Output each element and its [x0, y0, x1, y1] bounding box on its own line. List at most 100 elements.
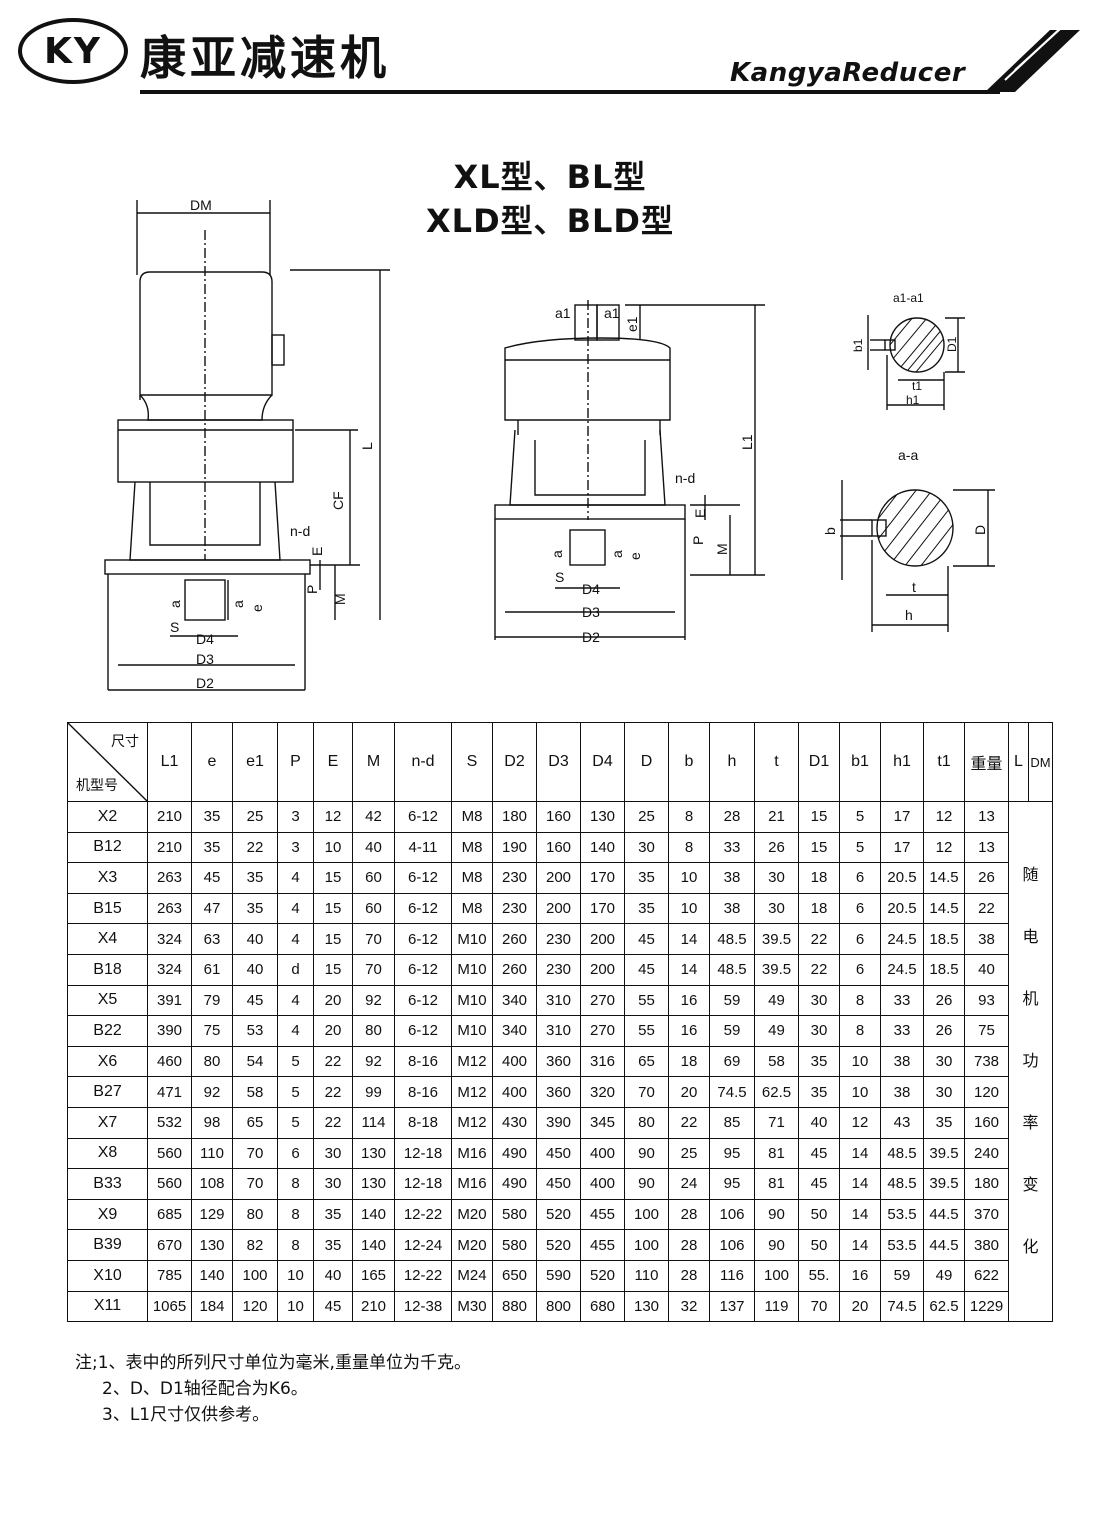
column-header: P: [277, 722, 314, 802]
label-e1: e1: [624, 316, 640, 332]
value-cell: 21: [754, 801, 799, 833]
label-a-right: a: [230, 600, 246, 608]
value-cell: 45: [624, 923, 669, 955]
value-cell: 184: [191, 1290, 233, 1323]
value-cell: 5: [839, 831, 881, 864]
value-cell: M8: [451, 862, 493, 894]
value-cell: 38: [709, 862, 755, 894]
value-cell: M12: [451, 1045, 493, 1078]
value-cell: 30: [624, 831, 669, 864]
value-cell: 116: [709, 1259, 755, 1292]
value-cell: 20: [668, 1076, 710, 1108]
value-cell: 6-12: [394, 892, 452, 925]
value-cell: 30: [754, 892, 799, 925]
value-cell: 45: [798, 1168, 840, 1200]
value-cell: 99: [352, 1076, 395, 1108]
side-note-cell: 随电机功率变化: [1008, 800, 1053, 1323]
value-cell: 35: [624, 892, 669, 925]
value-cell: 20: [313, 984, 353, 1017]
page-header: KY 康亚减速机 KangyaReducer: [0, 0, 1100, 110]
label-nd: n-d: [290, 523, 310, 539]
label-d2-mid: D2: [582, 629, 600, 645]
label-a1-right: a1: [604, 305, 620, 321]
value-cell: 320: [580, 1076, 625, 1108]
value-cell: 400: [492, 1045, 537, 1078]
label-d3: D3: [196, 651, 214, 667]
value-cell: 35: [624, 862, 669, 894]
value-cell: M12: [451, 1076, 493, 1108]
value-cell: 1065: [147, 1290, 192, 1323]
value-cell: M12: [451, 1106, 493, 1139]
logo-text: KY: [44, 30, 102, 72]
value-cell: 450: [536, 1168, 581, 1200]
value-cell: 390: [536, 1106, 581, 1139]
value-cell: 33: [880, 984, 924, 1017]
value-cell: 471: [147, 1076, 192, 1108]
value-cell: M8: [451, 831, 493, 864]
value-cell: 12-22: [394, 1198, 452, 1231]
label-t1: t1: [912, 379, 922, 393]
value-cell: 12: [313, 801, 353, 833]
label-d3-mid: D3: [582, 604, 600, 620]
value-cell: 70: [352, 923, 395, 955]
model-cell: B27: [67, 1076, 148, 1108]
value-cell: 62.5: [754, 1076, 799, 1108]
value-cell: 380: [964, 1229, 1009, 1261]
value-cell: 6-12: [394, 862, 452, 894]
value-cell: 85: [709, 1106, 755, 1139]
value-cell: d: [277, 953, 314, 986]
value-cell: 54: [232, 1045, 278, 1078]
value-cell: 40: [232, 923, 278, 955]
value-cell: M30: [451, 1290, 493, 1323]
value-cell: 1229: [964, 1290, 1009, 1323]
value-cell: 738: [964, 1045, 1009, 1078]
value-cell: 100: [624, 1229, 669, 1261]
value-cell: 12: [923, 831, 965, 864]
value-cell: 310: [536, 984, 581, 1017]
corner-model-label: 机型号: [76, 777, 118, 793]
value-cell: 12: [923, 801, 965, 833]
value-cell: 490: [492, 1168, 537, 1200]
column-header: L: [1008, 722, 1029, 802]
value-cell: 30: [313, 1168, 353, 1200]
value-cell: 71: [754, 1106, 799, 1139]
value-cell: 30: [754, 862, 799, 894]
value-cell: 38: [709, 892, 755, 925]
value-cell: 270: [580, 984, 625, 1017]
value-cell: 65: [624, 1045, 669, 1078]
side-note-char: 电: [1022, 928, 1039, 946]
value-cell: 400: [580, 1137, 625, 1170]
value-cell: 20.5: [880, 862, 924, 894]
value-cell: 580: [492, 1198, 537, 1231]
side-note-char: 化: [1022, 1238, 1039, 1256]
label-d4-mid: D4: [582, 581, 600, 597]
page-title-line1: XL型、BL型: [453, 158, 647, 196]
value-cell: 8: [839, 984, 881, 1017]
value-cell: 8-16: [394, 1045, 452, 1078]
value-cell: 14.5: [923, 862, 965, 894]
value-cell: 74.5: [709, 1076, 755, 1108]
value-cell: M10: [451, 984, 493, 1017]
value-cell: 50: [798, 1198, 840, 1231]
column-header: e: [191, 722, 233, 802]
value-cell: 10: [277, 1290, 314, 1323]
value-cell: 25: [232, 801, 278, 833]
value-cell: 230: [536, 923, 581, 955]
model-cell: X5: [67, 984, 148, 1017]
value-cell: 45: [798, 1137, 840, 1170]
model-cell: B33: [67, 1168, 148, 1200]
value-cell: 680: [580, 1290, 625, 1323]
value-cell: 59: [709, 1015, 755, 1047]
value-cell: 10: [839, 1076, 881, 1108]
value-cell: 650: [492, 1259, 537, 1292]
value-cell: 70: [232, 1137, 278, 1170]
value-cell: 400: [492, 1076, 537, 1108]
value-cell: 8: [277, 1198, 314, 1231]
value-cell: 70: [798, 1290, 840, 1323]
note-3: 3、L1尺寸仅供参考。: [102, 1405, 270, 1425]
label-a-mid-right: a: [609, 550, 625, 558]
